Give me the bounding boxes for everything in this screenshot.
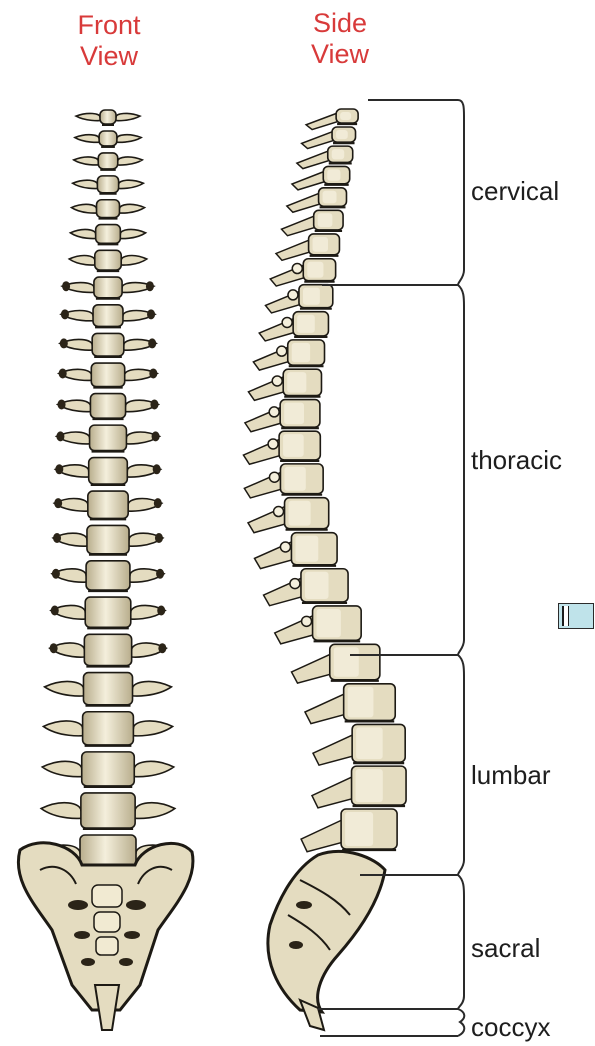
region-label-sacral: sacral — [471, 933, 540, 964]
lumbar-brace — [458, 655, 464, 875]
sacral-brace — [458, 875, 464, 1009]
scroll-handle-widget[interactable] — [558, 603, 594, 629]
coccyx-brace — [458, 1009, 464, 1036]
cervical-brace — [458, 100, 464, 285]
region-label-cervical: cervical — [471, 176, 559, 207]
region-label-lumbar: lumbar — [471, 760, 550, 791]
region-label-thoracic: thoracic — [471, 445, 562, 476]
thoracic-brace — [458, 285, 464, 655]
region-label-coccyx: coccyx — [471, 1012, 550, 1043]
grip-icon — [562, 606, 569, 626]
